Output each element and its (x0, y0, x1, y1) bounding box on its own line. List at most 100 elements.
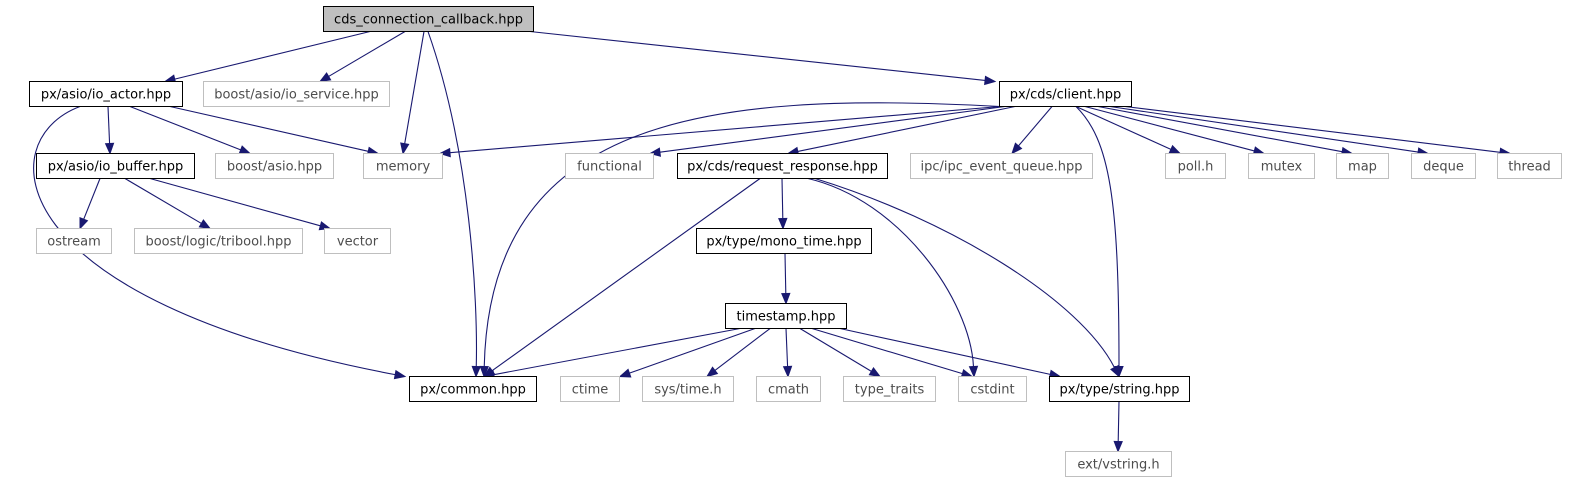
edge-request-response-to-mono-time (778, 178, 788, 230)
edge-line (629, 327, 756, 374)
edge-io-buffer-to-tribool (124, 178, 212, 230)
edge-line (1075, 105, 1172, 150)
edge-line (328, 31, 406, 77)
edge-line (1097, 105, 1343, 153)
node-functional: functional (565, 153, 654, 179)
edge-timestamp-to-ctime (618, 327, 756, 378)
edge-line (483, 102, 1001, 367)
edge-client-to-memory (438, 105, 1001, 158)
node-label: px/cds/client.hpp (1010, 88, 1121, 103)
edge-io-actor-to-common (33, 105, 407, 380)
edge-root-to-io-actor (163, 30, 371, 84)
node-label: memory (376, 160, 431, 175)
arrow-head (778, 217, 788, 230)
edge-client-to-deque (1109, 105, 1430, 157)
edge-line (814, 177, 1115, 368)
node-label: px/cds/request_response.hpp (687, 160, 878, 175)
node-deque: deque (1411, 153, 1476, 179)
node-label: px/asio/io_buffer.hpp (48, 160, 184, 175)
edge-line (785, 328, 789, 367)
arrow-head (984, 75, 997, 86)
node-label: functional (577, 160, 642, 175)
edge-line (1075, 106, 1120, 367)
node-px-type-string[interactable]: px/type/string.hpp (1049, 376, 1190, 402)
edge-timestamp-to-common (482, 327, 741, 380)
edge-line (811, 327, 963, 375)
edge-line (1109, 105, 1419, 153)
node-thread: thread (1497, 153, 1562, 179)
edge-line (149, 177, 321, 227)
edge-client-to-ipc-event-queue (1011, 106, 1053, 155)
edge-request-response-to-cstdint (807, 177, 979, 378)
arrow-head (238, 145, 252, 155)
node-label: px/type/mono_time.hpp (706, 235, 861, 250)
edge-line (714, 328, 771, 371)
node-label: px/type/string.hpp (1060, 383, 1180, 398)
arrow-head (648, 147, 662, 157)
edge-line (491, 178, 761, 372)
arrow-head (705, 366, 719, 378)
node-poll-h: poll.h (1165, 153, 1226, 179)
edge-root-to-memory (400, 31, 425, 155)
edge-request-response-to-common (482, 178, 761, 378)
node-label: poll.h (1178, 160, 1214, 175)
node-type-traits: type_traits (843, 376, 936, 402)
edge-client-to-type-string (1075, 106, 1124, 378)
node-label: boost/asio/io_service.hpp (214, 88, 379, 103)
node-label: ostream (47, 235, 101, 250)
arrow-head (868, 367, 882, 378)
edge-line (784, 253, 787, 294)
edge-mono-time-to-timestamp (781, 253, 791, 305)
node-px-type-mono-time[interactable]: px/type/mono_time.hpp (696, 228, 872, 254)
arrow-head (400, 142, 410, 155)
edges (33, 30, 1512, 453)
edge-io-actor-to-boost-asio (129, 105, 252, 155)
arrow-head (968, 365, 979, 378)
edge-line (1084, 105, 1255, 152)
node-label: cds_connection_callback.hpp (334, 13, 523, 28)
edge-line (169, 105, 369, 152)
edge-line (83, 178, 101, 220)
edge-line (107, 106, 111, 144)
edge-line (33, 105, 396, 376)
edge-request-response-to-type-string (814, 177, 1120, 378)
arrow-head (318, 72, 332, 83)
node-label: deque (1423, 160, 1464, 175)
edge-line (659, 105, 1006, 153)
node-px-asio-io-buffer[interactable]: px/asio/io_buffer.hpp (36, 153, 195, 179)
edge-line (449, 105, 1001, 154)
edge-timestamp-to-sys-time (705, 328, 771, 378)
edge-line (129, 105, 241, 151)
arrow-head (1168, 144, 1182, 155)
edge-line (799, 328, 872, 372)
node-ostream: ostream (36, 228, 112, 254)
node-label: cmath (768, 383, 809, 398)
edge-line (404, 31, 425, 144)
edge-type-string-to-vstring (1113, 401, 1123, 453)
node-label: mutex (1261, 160, 1303, 175)
node-px-asio-io-actor[interactable]: px/asio/io_actor.hpp (29, 81, 183, 107)
arrow-head (79, 216, 89, 230)
edge-io-actor-to-memory (169, 105, 380, 156)
node-cds-connection-callback[interactable]: cds_connection_callback.hpp (323, 6, 534, 32)
edge-io-actor-to-io-buffer (104, 106, 115, 155)
node-ipc-event-queue: ipc/ipc_event_queue.hpp (910, 153, 1093, 179)
node-timestamp[interactable]: timestamp.hpp (725, 303, 847, 329)
node-label: px/asio/io_actor.hpp (41, 88, 171, 103)
node-px-cds-request-response[interactable]: px/cds/request_response.hpp (677, 153, 888, 179)
nodes: cds_connection_callback.hpp px/asio/io_a… (29, 6, 1562, 477)
node-px-common[interactable]: px/common.hpp (409, 376, 537, 402)
edge-line (781, 178, 784, 219)
node-mutex: mutex (1248, 153, 1315, 179)
edge-line (124, 178, 202, 224)
node-px-cds-client[interactable]: px/cds/client.hpp (999, 81, 1132, 107)
arrow-head (1110, 364, 1120, 378)
edge-root-to-io-service (318, 31, 406, 83)
edge-line (174, 30, 371, 80)
edge-io-buffer-to-vector (149, 177, 332, 231)
edge-client-to-functional (648, 105, 1006, 157)
edge-client-to-common (479, 102, 1001, 378)
edge-line (493, 327, 741, 376)
edge-root-to-client (529, 30, 997, 86)
arrow-head (1113, 440, 1123, 453)
